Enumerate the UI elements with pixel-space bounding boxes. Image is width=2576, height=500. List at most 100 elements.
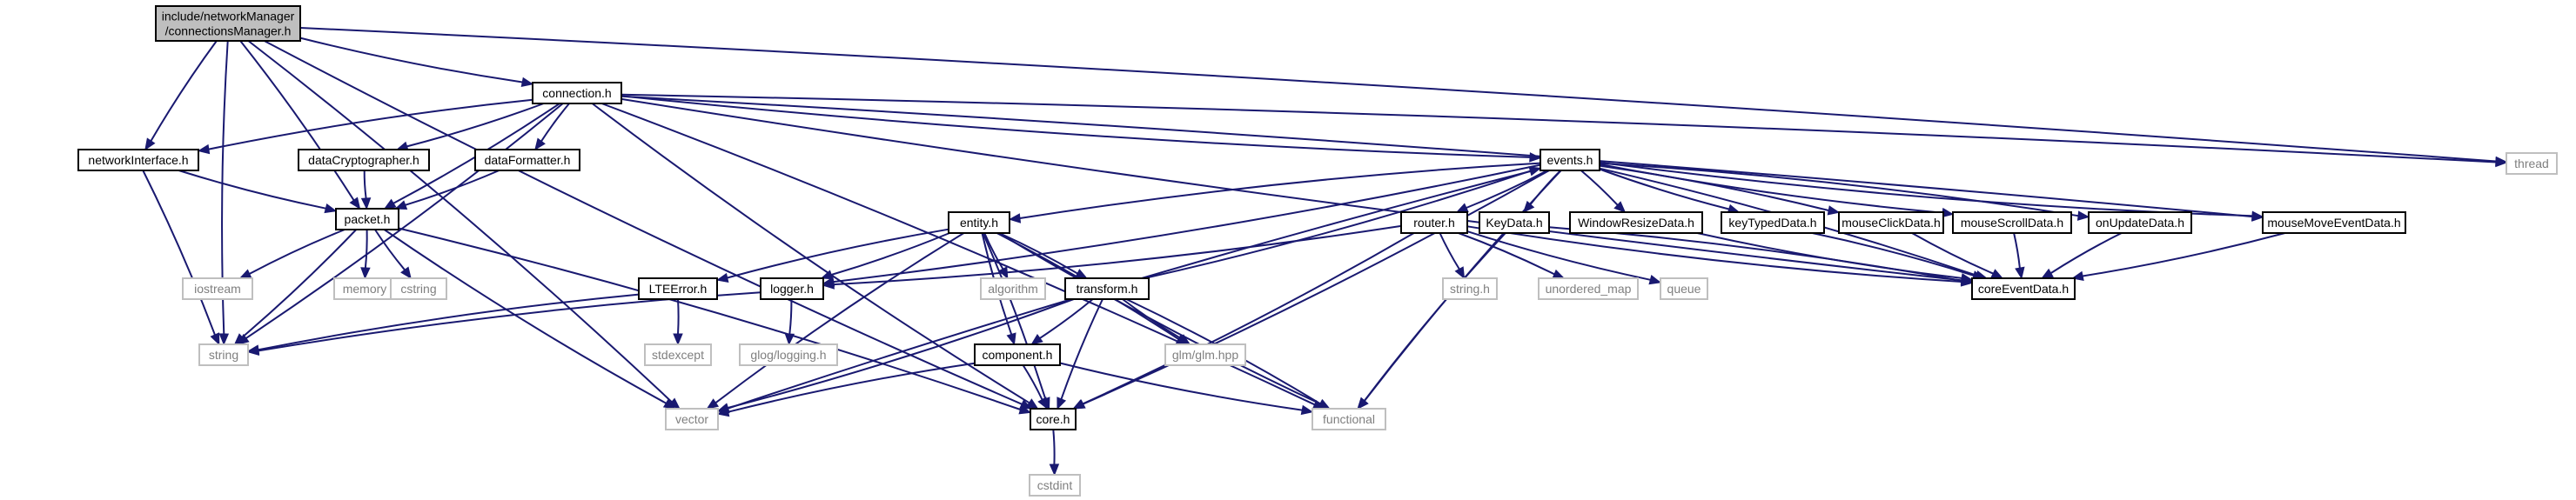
node-router[interactable]: router.h xyxy=(1400,211,1468,234)
node-root[interactable]: include/networkManager/connectionsManage… xyxy=(155,5,301,42)
node-box xyxy=(1952,211,2072,234)
node-connection[interactable]: connection.h xyxy=(532,82,622,104)
edge-router-to-stringh xyxy=(1439,232,1466,280)
edge-line xyxy=(1022,364,1043,400)
edge-line xyxy=(247,40,673,403)
edge-line xyxy=(1466,230,1651,281)
edge-root-to-packet xyxy=(239,40,361,210)
edge-arrowhead xyxy=(667,397,681,410)
node-box xyxy=(1721,211,1825,234)
edge-line xyxy=(398,227,1021,410)
edge-line xyxy=(1580,170,1619,206)
node-keyData[interactable]: KeyData.h xyxy=(1479,211,1550,234)
node-mouseMove[interactable]: mouseMoveEventData.h xyxy=(2262,211,2406,234)
node-label: queue xyxy=(1667,282,1701,296)
edge-line xyxy=(1039,298,1094,339)
node-dataCryptographer[interactable]: dataCryptographer.h xyxy=(298,149,430,171)
edge-arrowhead xyxy=(715,272,729,283)
edge-line xyxy=(998,232,1321,405)
edge-line xyxy=(982,232,1047,400)
edge-arrowhead xyxy=(673,333,683,346)
node-transform[interactable]: transform.h xyxy=(1064,277,1150,300)
node-lteError[interactable]: LTEError.h xyxy=(638,277,718,300)
edge-component-to-functional xyxy=(1059,362,1314,416)
node-box xyxy=(2262,211,2406,234)
edge-line xyxy=(833,224,1402,286)
node-box xyxy=(980,277,1046,300)
node-packet[interactable]: packet.h xyxy=(335,208,399,230)
node-box xyxy=(532,82,622,104)
node-label: mouseMoveEventData.h xyxy=(2267,216,2400,230)
edge-line xyxy=(728,298,1075,409)
edge-line xyxy=(258,293,640,351)
node-memory: memory xyxy=(333,277,396,300)
node-box xyxy=(390,277,447,300)
edge-line xyxy=(383,229,667,404)
node-label: packet.h xyxy=(345,212,391,226)
edge-line xyxy=(1122,298,1182,340)
node-box xyxy=(335,208,399,230)
node-keyTyped[interactable]: keyTypedData.h xyxy=(1721,211,1825,234)
node-mouseClick[interactable]: mouseClickData.h xyxy=(1838,211,1944,234)
edge-dataFormatter-to-packet xyxy=(394,170,500,210)
node-coreEventData[interactable]: coreEventData.h xyxy=(1971,277,2076,300)
node-mouseScroll[interactable]: mouseScrollData.h xyxy=(1952,211,2072,234)
node-stdexcept: stdexcept xyxy=(644,343,712,366)
node-events[interactable]: events.h xyxy=(1540,149,1600,171)
edge-line xyxy=(1052,429,1056,465)
node-box xyxy=(1164,343,1246,366)
edge-arrowhead xyxy=(360,197,372,210)
node-entity[interactable]: entity.h xyxy=(948,211,1010,234)
edge-arrowhead xyxy=(246,345,260,356)
edge-arrowhead xyxy=(144,137,156,151)
node-box xyxy=(739,343,838,366)
edge-line xyxy=(258,291,761,352)
edge-packet-to-iostream xyxy=(238,229,345,279)
edge-arrowhead xyxy=(1177,334,1191,345)
edge-entity-to-logger xyxy=(820,232,950,280)
node-label: thread xyxy=(2514,157,2549,170)
edge-line xyxy=(621,95,2253,218)
node-label: string xyxy=(209,348,238,362)
edge-events-to-windowResize xyxy=(1580,170,1627,213)
edge-line xyxy=(405,170,500,206)
node-onUpdate[interactable]: onUpdateData.h xyxy=(2088,211,2192,234)
edge-entity-to-lteError xyxy=(715,228,949,283)
node-windowResize[interactable]: WindowResizeData.h xyxy=(1569,211,1703,234)
node-box xyxy=(1311,408,1386,430)
node-label: dataCryptographer.h xyxy=(308,153,419,167)
node-box xyxy=(155,5,301,42)
node-label: networkInterface.h xyxy=(88,153,188,167)
edge-line xyxy=(1599,168,1729,210)
edge-connection-to-thread xyxy=(621,93,2508,168)
node-component[interactable]: component.h xyxy=(974,343,1061,366)
node-label: connection.h xyxy=(542,86,611,100)
edge-arrowhead xyxy=(1072,399,1085,410)
edge-arrowhead xyxy=(1008,213,1022,223)
node-label: functional xyxy=(1323,412,1375,426)
node-box xyxy=(1540,149,1600,171)
node-logger[interactable]: logger.h xyxy=(760,277,824,300)
edge-arrowhead xyxy=(520,77,534,88)
node-glm: glm/glm.hpp xyxy=(1164,343,1246,366)
node-core[interactable]: core.h xyxy=(1030,408,1077,430)
node-label: KeyData.h xyxy=(1486,216,1542,230)
edge-arrowhead xyxy=(233,333,246,345)
edge-arrowhead xyxy=(1827,205,1841,216)
edge-line xyxy=(2082,232,2285,277)
edge-arrowhead xyxy=(784,333,795,346)
node-box xyxy=(1442,277,1498,300)
edge-line xyxy=(540,103,570,142)
edge-transform-to-events xyxy=(1144,166,1542,279)
edge-arrowhead xyxy=(2041,268,2054,279)
node-label: LTEError.h xyxy=(649,282,708,296)
node-box xyxy=(1838,211,1944,234)
node-networkInterface[interactable]: networkInterface.h xyxy=(77,149,199,171)
edge-mouseClick-to-coreEventData xyxy=(1911,232,2004,279)
node-box xyxy=(333,277,396,300)
edge-line xyxy=(1599,162,2079,217)
node-label: core.h xyxy=(1036,412,1070,426)
node-box xyxy=(644,343,712,366)
node-dataFormatter[interactable]: dataFormatter.h xyxy=(474,149,580,171)
edge-packet-to-memory xyxy=(360,229,371,280)
